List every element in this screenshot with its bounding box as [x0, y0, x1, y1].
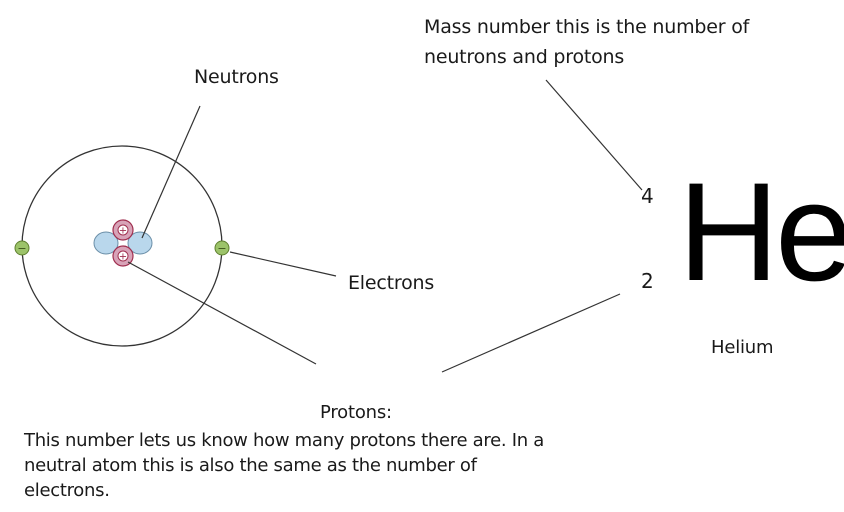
neutron-left — [93, 231, 119, 255]
mass-number-leader-line — [545, 79, 643, 191]
protons-description-line: neutral atom this is also the same as th… — [24, 455, 477, 476]
protons-leader-line-number — [441, 293, 621, 373]
electrons-label: Electrons — [348, 272, 435, 294]
electron-sign: − — [217, 242, 226, 255]
proton-top: + — [112, 219, 134, 241]
electron-sign: − — [17, 242, 26, 255]
neutrons-leader-line — [141, 105, 201, 239]
element-name-label: Helium — [711, 337, 774, 358]
protons-leader-line-atom — [127, 261, 317, 365]
mass-number-label-line: neutrons and protons — [424, 46, 625, 68]
atomic-number-value: 2 — [641, 269, 654, 293]
mass-number-label-line: Mass number this is the number of — [424, 16, 750, 38]
proton-bottom: + — [112, 245, 134, 267]
protons-description: This number lets us know how many proton… — [24, 428, 744, 503]
protons-description-line: electrons. — [24, 480, 110, 501]
electron-left: − — [14, 240, 30, 256]
proton-sign: + — [119, 252, 127, 263]
proton-sign: + — [119, 226, 127, 237]
mass-number-value: 4 — [641, 184, 654, 208]
protons-title: Protons: — [320, 402, 392, 423]
electrons-leader-line — [229, 251, 337, 277]
neutrons-label: Neutrons — [194, 66, 279, 88]
mass-number-label: Mass number this is the number of neutro… — [424, 12, 749, 72]
neutron-right — [127, 231, 153, 255]
protons-description-line: This number lets us know how many proton… — [24, 430, 545, 451]
element-symbol: He — [678, 153, 844, 310]
electron-right: − — [214, 240, 230, 256]
